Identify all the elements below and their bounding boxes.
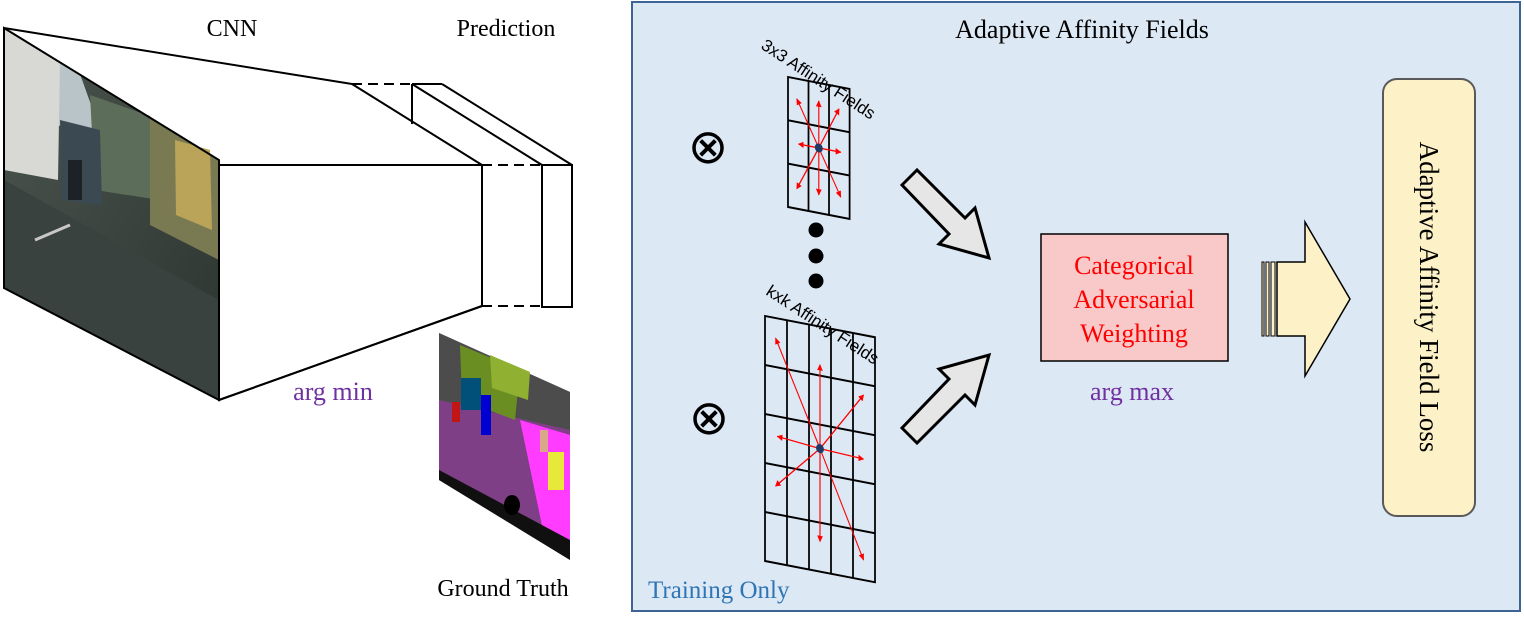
weighting-line-3: Weighting [1080,319,1188,348]
arrow-down-right [899,167,992,261]
weighting-box [1040,233,1229,362]
weighting-line-2: Adversarial [1073,285,1194,314]
prediction-label: Prediction [457,16,556,42]
otimes-top: ⊗ [688,121,728,174]
input-image [3,26,220,402]
ellipsis-dots [808,222,824,289]
affinity-grid-3x3 [787,75,851,221]
ground-truth-label: Ground Truth [437,576,568,602]
otimes-bottom: ⊗ [689,392,729,445]
loss-box [1382,78,1476,517]
arrow-up-right [899,352,992,446]
arg-max-label: arg max [1090,377,1174,406]
arg-min-label: arg min [293,377,373,406]
weighting-line-1: Categorical [1074,251,1194,280]
training-only-label: Training Only [648,577,790,604]
prediction-block [411,83,573,308]
affinity-grid-kxk [764,314,876,584]
arrow-to-loss [1261,219,1351,379]
loss-label: Adaptive Affinity Field Loss [1414,142,1444,453]
ground-truth-image [439,333,570,560]
panel-title: Adaptive Affinity Fields [955,15,1209,44]
cnn-label: CNN [207,16,258,42]
